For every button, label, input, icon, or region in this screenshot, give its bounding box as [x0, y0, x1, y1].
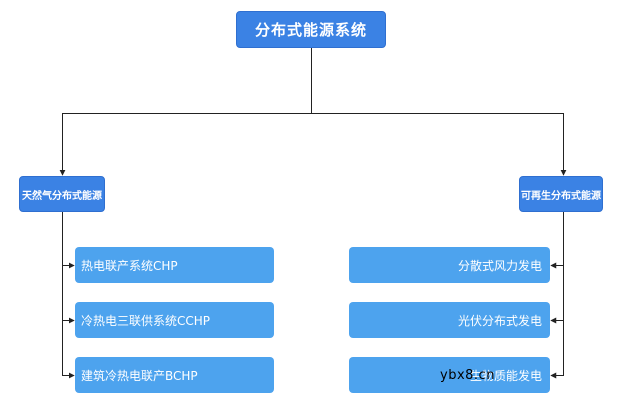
- root-node: 分布式能源系统: [236, 11, 386, 48]
- leaf-node-wind: 分散式风力发电: [349, 247, 550, 283]
- leaf-node-chp: 热电联产系统CHP: [75, 247, 274, 283]
- watermark-text: ybx8.cn: [440, 368, 495, 383]
- branch-node-renewable: 可再生分布式能源: [519, 176, 603, 212]
- leaf-node-bchp: 建筑冷热电联产BCHP: [75, 357, 274, 393]
- leaf-node-cchp: 冷热电三联供系统CCHP: [75, 302, 274, 338]
- branch-node-natural-gas: 天然气分布式能源: [19, 176, 105, 212]
- leaf-node-biomass: 生物质能发电: [349, 357, 550, 393]
- leaf-node-solar-pv: 光伏分布式发电: [349, 302, 550, 338]
